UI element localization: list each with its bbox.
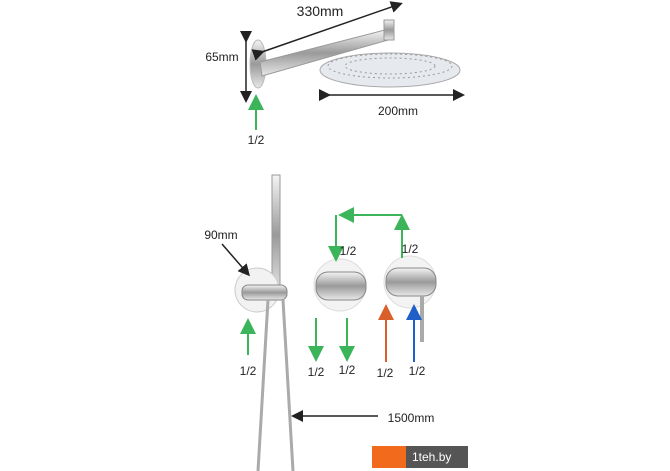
hose-length-label: 1500mm [387, 411, 435, 425]
outlet-inlet-label: 1/2 [239, 364, 257, 378]
outlet-diameter-label: 90mm [204, 228, 238, 242]
hot-inlet-label: 1/2 [376, 366, 394, 380]
head-diameter-label: 200mm [377, 104, 419, 118]
logo-text: 1teh.by [406, 446, 468, 468]
outlet-diameter-arrow [221, 243, 250, 277]
diverter-connection-arrows [308, 207, 410, 362]
mixer-valve [383, 255, 437, 342]
plate-height-label: 65mm [205, 50, 239, 64]
diverter-out-2-label: 1/2 [338, 363, 356, 377]
shower-head [319, 52, 461, 88]
top-inlet-label: 1/2 [247, 133, 265, 147]
hand-shower [234, 174, 295, 471]
arm-length-arrow [251, 1, 403, 61]
site-logo: 1teh.by [372, 446, 468, 468]
cold-inlet-label: 1/2 [408, 364, 426, 378]
diverter-valve [313, 258, 367, 312]
diverter-out-1-label: 1/2 [307, 365, 325, 379]
mixer-out-label: 1/2 [401, 242, 419, 256]
arm-length-label: 330mm [296, 3, 344, 19]
diverter-in-label: 1/2 [339, 244, 357, 258]
